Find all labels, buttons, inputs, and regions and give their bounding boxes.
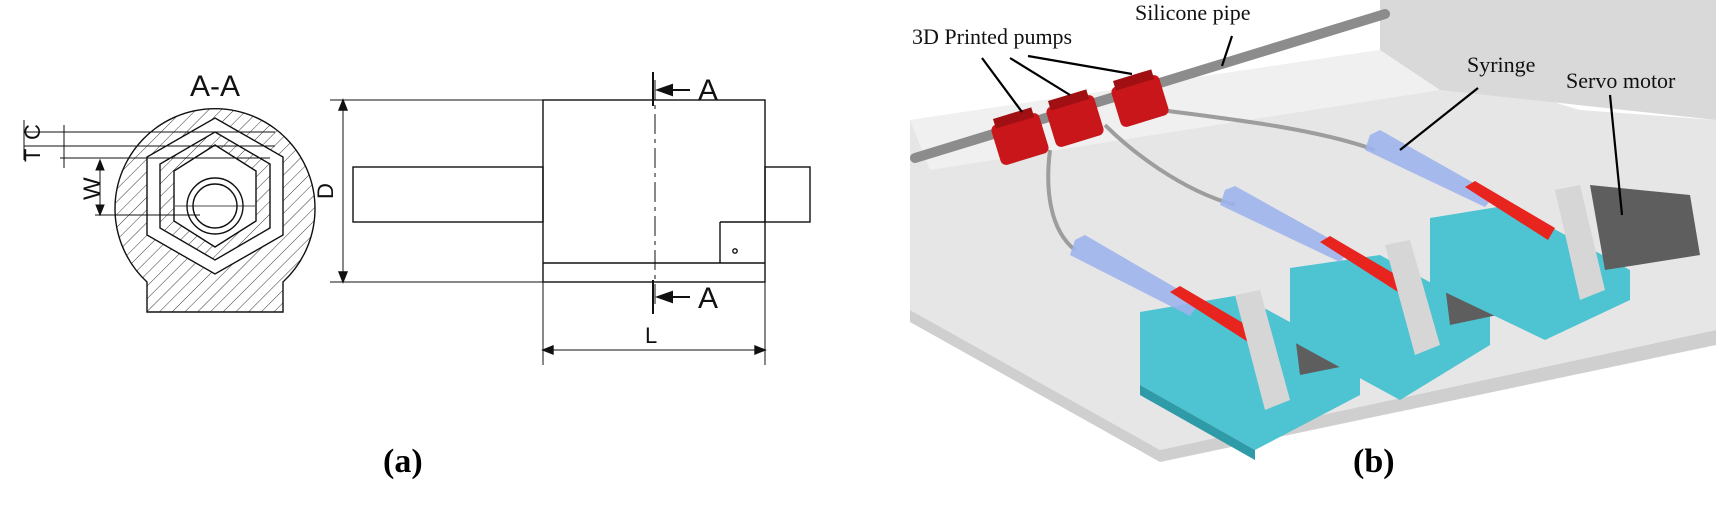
section-view [23,107,316,313]
base-3 [1430,205,1630,340]
dim-label-c: C [20,124,45,140]
actuator-unit-3 [1365,130,1700,340]
section-arrow-bottom [652,280,690,314]
table-surface [910,50,1716,450]
back-wall [1380,0,1716,120]
dim-label-w: W [79,177,106,200]
pump-middle [1046,89,1104,147]
callout-syringe: Syringe [1467,52,1535,77]
section-title: A-A [190,70,240,103]
dim-label-d: D [313,183,338,199]
left-shaft [352,166,544,223]
panel-b-render: 3D Printed pumps Silicone pipe Syringe S… [910,0,1716,462]
pump-right [1111,69,1169,127]
syringe-3 [1365,130,1495,207]
section-mark-top: A [698,74,718,107]
main-body [542,99,766,283]
plunger-2 [1320,236,1405,292]
bracket-1 [1235,290,1290,410]
connecting-tubes [1046,108,1376,252]
syringe-2 [1220,186,1350,262]
dim-label-l: L [645,323,657,348]
caption-b: (b) [1353,443,1395,480]
syringe-1 [1070,235,1200,316]
right-shaft [764,166,811,223]
small-hole [732,248,738,254]
base-2 [1290,255,1490,400]
bracket-2 [1385,240,1440,355]
section-mark-bottom: A [698,282,718,315]
callout-leader-lines [981,35,1624,216]
servo-3 [1590,185,1700,270]
plunger-3 [1465,181,1555,240]
front-edge [910,310,1716,462]
bracket-3 [1555,185,1605,300]
pump-left [991,107,1049,165]
plunger-1 [1170,286,1255,342]
section-arrow-top [652,72,690,106]
dim-label-t: T [20,149,45,162]
callout-pumps: 3D Printed pumps [912,24,1072,49]
callout-servo: Servo motor [1566,68,1676,93]
side-view [330,72,811,365]
callout-pipe: Silicone pipe [1135,0,1250,25]
ctw-dimensions [23,120,275,217]
panel-a-drawing: A-A C T W [20,70,811,365]
caption-a: (a) [383,443,423,480]
